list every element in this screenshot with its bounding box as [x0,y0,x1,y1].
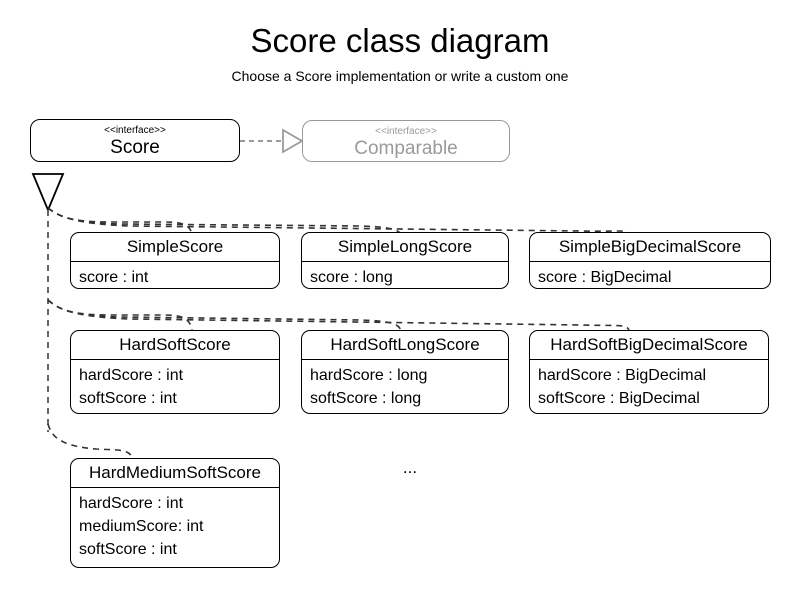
interface-box-score[interactable]: <<interface>> Score [30,119,240,162]
interface-box-comparable[interactable]: <<interface>> Comparable [302,120,510,162]
inheritance-branch-simplebigdecimalscore [47,207,630,235]
stereotype-label: <<interface>> [104,125,166,136]
interface-header-score: <<interface>> Score [31,120,239,161]
class-attributes-simplebigdecimalscore: score : BigDecimal [530,262,770,288]
attribute-row: softScore : int [79,390,177,407]
class-attributes-hardmediumsoftscore: hardScore : int mediumScore: int softSco… [71,488,279,567]
class-divider [71,359,279,360]
class-attributes-hardsoftlongscore: hardScore : long softScore : long [302,360,508,413]
class-attributes-hardsoftscore: hardScore : int softScore : int [71,360,279,413]
attribute-row: score : BigDecimal [538,269,672,286]
realization-arrowhead-comparable [282,128,304,154]
stereotype-label: <<interface>> [375,126,437,137]
class-box-hardmediumsoftscore[interactable]: HardMediumSoftScore hardScore : int medi… [70,458,280,568]
class-divider [302,359,508,360]
class-divider [71,261,279,262]
interface-name-comparable: Comparable [354,138,458,159]
class-name-hardmediumsoftscore: HardMediumSoftScore [89,463,261,482]
inheritance-branch-simplescore [47,207,193,235]
class-box-hardsoftscore[interactable]: HardSoftScore hardScore : int softScore … [70,330,280,414]
class-attributes-simplescore: score : int [71,262,279,288]
class-divider [302,261,508,262]
class-divider [71,487,279,488]
class-name-simplelongscore: SimpleLongScore [337,237,473,256]
more-classes-ellipsis: ... [402,458,418,477]
class-box-simplelongscore[interactable]: SimpleLongScore score : long [301,232,509,289]
class-name-simplebigdecimalscore: SimpleBigDecimalScore [558,237,742,256]
class-name-hardsoftbigdecimalscore: HardSoftBigDecimalScore [550,335,748,354]
class-box-simplescore[interactable]: SimpleScore score : int [70,232,280,289]
class-name-simplescore: SimpleScore [126,237,224,256]
attribute-row: softScore : int [79,541,177,558]
class-attributes-hardsoftbigdecimalscore: hardScore : BigDecimal softScore : BigDe… [530,360,768,413]
attribute-row: score : long [310,269,393,286]
attribute-row: softScore : long [310,390,422,407]
attribute-row: hardScore : int [79,367,184,384]
class-attributes-simplelongscore: score : long [302,262,508,288]
class-name-hardsoftlongscore: HardSoftLongScore [330,335,480,354]
inheritance-branch-simplelongscore [47,207,402,235]
class-name-hardsoftscore: HardSoftScore [119,335,231,354]
attribute-row: softScore : BigDecimal [538,390,700,407]
page-subtitle: Choose a Score implementation or write a… [231,68,569,84]
class-divider [530,359,768,360]
attribute-row: hardScore : int [79,495,184,512]
inheritance-branch-hardsoftscore [47,299,193,331]
inheritance-branch-hardsoftbigdecimalscore [47,299,630,331]
attribute-row: hardScore : BigDecimal [538,367,707,384]
class-box-hardsoftbigdecimalscore[interactable]: HardSoftBigDecimalScore hardScore : BigD… [529,330,769,414]
inheritance-branch-hardsoftlongscore [47,299,402,331]
inheritance-branch-hardmediumsoftscore [47,423,133,460]
page-title: Score class diagram [250,22,550,59]
class-divider [530,261,770,262]
class-box-simplebigdecimalscore[interactable]: SimpleBigDecimalScore score : BigDecimal [529,232,771,289]
generalization-triangle-score [31,173,65,213]
interface-name-score: Score [110,137,160,158]
class-box-hardsoftlongscore[interactable]: HardSoftLongScore hardScore : long softS… [301,330,509,414]
attribute-row: hardScore : long [310,367,428,384]
attribute-row: score : int [79,269,149,286]
attribute-row: mediumScore: int [79,518,204,535]
interface-header-comparable: <<interface>> Comparable [303,121,509,161]
